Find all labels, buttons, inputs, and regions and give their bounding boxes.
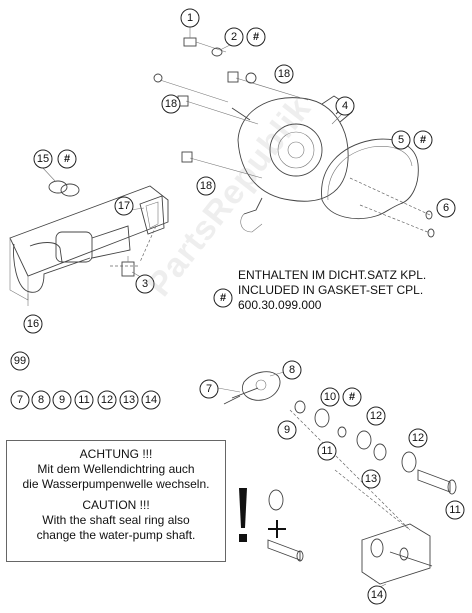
- hose-assembly: [9, 180, 169, 301]
- svg-text:1: 1: [187, 12, 193, 24]
- svg-text:11: 11: [78, 394, 89, 406]
- svg-text:#: #: [220, 292, 226, 304]
- kit-callout-8[interactable]: 8: [31, 390, 51, 410]
- gasket-set-note: ENTHALTEN IM DICHT.SATZ KPL. INCLUDED IN…: [238, 268, 458, 313]
- callout-15[interactable]: 15: [33, 149, 53, 169]
- svg-text:9: 9: [59, 394, 65, 406]
- kit-callout-12[interactable]: 12: [97, 390, 117, 410]
- callout-1[interactable]: 1: [180, 8, 200, 28]
- callout-5-gasket-mark[interactable]: #: [413, 130, 433, 150]
- warning-title-en: CAUTION !!!: [82, 498, 150, 512]
- callout-3[interactable]: 3: [135, 274, 155, 294]
- gasket-note-line-2: INCLUDED IN GASKET-SET CPL.: [238, 283, 424, 297]
- svg-text:4: 4: [342, 100, 348, 112]
- svg-text:7: 7: [17, 394, 23, 406]
- warning-title-de: ACHTUNG !!!: [79, 447, 153, 461]
- svg-text:3: 3: [142, 278, 148, 290]
- svg-text:99: 99: [14, 355, 26, 367]
- warning-note: ACHTUNG !!! Mit dem Wellendichtring auch…: [6, 440, 226, 562]
- svg-text:15: 15: [37, 153, 49, 165]
- svg-text:#: #: [420, 134, 426, 146]
- impeller-shaft-assembly: [223, 371, 457, 585]
- svg-text:18: 18: [278, 68, 290, 80]
- gasket-note-part-number: 600.30.099.000: [238, 298, 322, 312]
- svg-text:11: 11: [449, 504, 460, 516]
- callout-18-top[interactable]: 18: [274, 64, 294, 84]
- callout-11-upper[interactable]: 11: [317, 441, 337, 461]
- svg-text:5: 5: [398, 134, 404, 146]
- callout-gasket-set-mark[interactable]: #: [213, 288, 233, 308]
- callout-5[interactable]: 5: [391, 130, 411, 150]
- warning-text-de-1: Mit dem Wellendichtring auch: [37, 462, 195, 476]
- svg-text:6: 6: [443, 202, 449, 214]
- callout-2[interactable]: 2: [224, 27, 244, 47]
- svg-text:12: 12: [101, 394, 113, 406]
- gasket-note-line-1: ENTHALTEN IM DICHT.SATZ KPL.: [238, 268, 427, 282]
- kit-callout-7[interactable]: 7: [10, 390, 30, 410]
- kit-callout-14[interactable]: 14: [141, 390, 161, 410]
- svg-text:18: 18: [200, 180, 212, 192]
- svg-text:13: 13: [123, 394, 135, 406]
- warning-text-de-2: die Wasserpumpenwelle wechseln.: [22, 477, 210, 491]
- svg-text:#: #: [253, 31, 259, 43]
- callout-7[interactable]: 7: [199, 379, 219, 399]
- svg-text:#: #: [349, 391, 355, 403]
- plus-icon: [268, 520, 286, 538]
- callout-18-bottom[interactable]: 18: [196, 176, 216, 196]
- svg-text:13: 13: [365, 473, 377, 485]
- svg-text:12: 12: [370, 410, 382, 422]
- exclamation-icon: [239, 488, 247, 542]
- svg-text:14: 14: [371, 589, 383, 601]
- callout-15-gasket-mark[interactable]: #: [57, 149, 77, 169]
- callout-6[interactable]: 6: [436, 198, 456, 218]
- callout-8[interactable]: 8: [282, 360, 302, 380]
- callout-10-gasket-mark[interactable]: #: [342, 387, 362, 407]
- callout-4[interactable]: 4: [335, 96, 355, 116]
- svg-text:#: #: [64, 153, 70, 165]
- svg-text:17: 17: [118, 200, 130, 212]
- svg-text:12: 12: [412, 432, 424, 444]
- callout-10[interactable]: 10: [320, 387, 340, 407]
- callout-12-right[interactable]: 12: [408, 428, 428, 448]
- callout-2-gasket-mark[interactable]: #: [246, 27, 266, 47]
- callout-9[interactable]: 9: [277, 420, 297, 440]
- svg-text:7: 7: [206, 383, 212, 395]
- svg-text:9: 9: [284, 424, 290, 436]
- warning-text-en-1: With the shaft seal ring also: [42, 513, 190, 527]
- callout-11-right[interactable]: 11: [445, 500, 465, 520]
- svg-text:8: 8: [289, 364, 295, 376]
- svg-text:11: 11: [321, 445, 332, 457]
- kit-callout-13[interactable]: 13: [119, 390, 139, 410]
- callout-16[interactable]: 16: [23, 314, 43, 334]
- svg-text:16: 16: [27, 318, 39, 330]
- svg-text:2: 2: [231, 31, 237, 43]
- callout-13[interactable]: 13: [361, 469, 381, 489]
- svg-text:8: 8: [38, 394, 44, 406]
- svg-text:10: 10: [324, 391, 336, 403]
- callout-18-left[interactable]: 18: [161, 94, 181, 114]
- callout-17[interactable]: 17: [114, 196, 134, 216]
- callout-99[interactable]: 99: [10, 351, 30, 371]
- kit-row: 7 8 9 11 12 13 14: [10, 390, 161, 410]
- svg-text:18: 18: [165, 98, 177, 110]
- kit-callout-9[interactable]: 9: [52, 390, 72, 410]
- callout-14[interactable]: 14: [367, 585, 387, 605]
- warning-text-en-2: change the water-pump shaft.: [36, 528, 196, 542]
- kit-callout-11[interactable]: 11: [74, 390, 94, 410]
- callout-12-upper[interactable]: 12: [366, 406, 386, 426]
- svg-text:14: 14: [145, 394, 157, 406]
